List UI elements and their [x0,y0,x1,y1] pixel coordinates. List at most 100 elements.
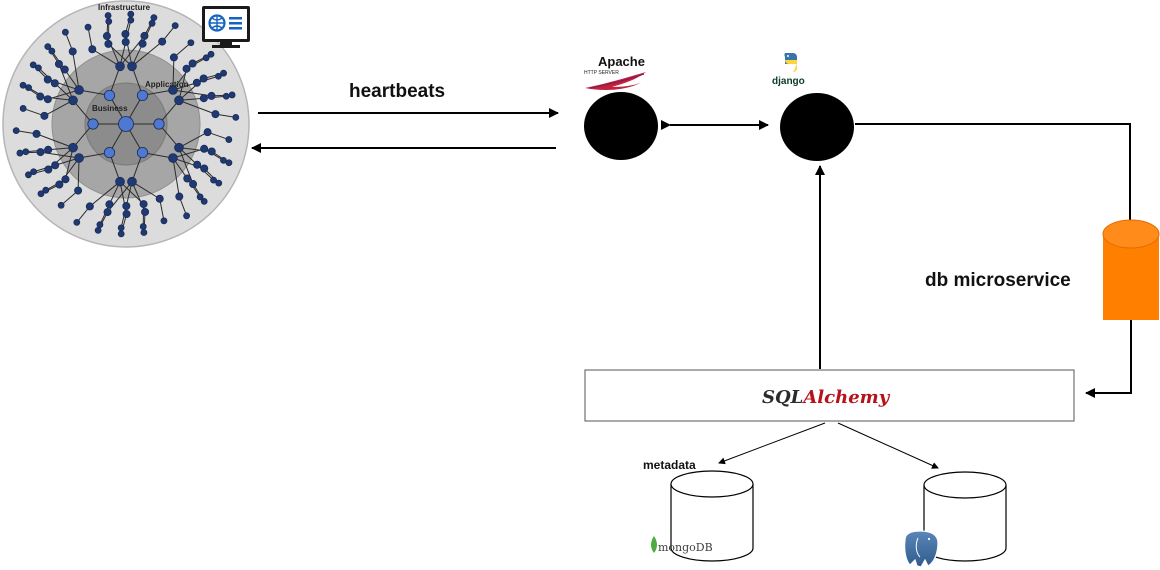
topology-leaf-node [228,91,236,99]
apache-logo-subtitle: HTTP SERVER [584,70,619,76]
topology-leaf-node [25,84,32,92]
topology-leaf-node [44,43,52,51]
topology-leaf-node [202,54,210,62]
topology-node [138,39,147,48]
topology-node [200,164,209,173]
topology-leaf-node [19,81,27,89]
mongodb-logo-text: mongoDB [658,541,713,554]
sqlalchemy-logo-alchemy: Alchemy [801,387,890,408]
topology-leaf-node [183,212,191,220]
topology-node [105,200,114,209]
topology-leaf-node [22,148,30,156]
topology-node [61,175,70,184]
topology-node [127,176,137,187]
sqlalchemy-logo: SQLAlchemy [762,387,891,408]
topology-link [131,41,163,67]
topology-node [127,61,137,72]
topology-leaf-node [61,28,69,36]
topology-leaf-node [104,12,112,19]
topology-link [44,99,74,117]
topology-node [88,45,97,54]
topology-node [122,209,131,218]
topology-node [193,160,202,169]
topology-hub-node [153,118,165,130]
heartbeats-label: heartbeats [349,81,445,102]
topology-leaf-node [215,179,223,187]
topology-node [175,192,184,201]
topology-node [188,59,197,68]
topology-node [103,208,112,217]
topology-node [74,186,83,195]
topology-link [172,157,180,197]
topology-node [207,91,216,100]
topology-leaf-node [222,92,230,100]
topology-leaf-node [150,14,158,21]
topology-link [92,48,121,67]
mongodb-leaf-icon [651,536,657,553]
postgresql-elephant-icon [904,530,939,568]
topology-leaf-node [16,149,24,157]
topology-node [199,94,208,103]
metadata-label: metadata [643,458,696,472]
topology-node [68,142,78,153]
topology-node [55,180,64,189]
topology-link [89,181,121,207]
topology-leaf-node [187,39,195,47]
topology-node [207,147,216,156]
topology-leaf-node [220,69,227,77]
topology-leaf-node [35,64,42,72]
topology-node [168,85,178,95]
topology-node [44,145,53,154]
topology-node [199,74,208,83]
topology-node [51,161,60,170]
topology-leaf-node [200,197,208,205]
topology-node [40,111,49,120]
topology-leaf-node [148,19,156,27]
topology-link [64,147,74,180]
topology-center-node [118,116,134,132]
topology-node [115,61,125,72]
topology-leaf-node [19,105,27,112]
topology-leaf-node [105,18,113,25]
topology-leaf-node [57,201,65,209]
sqlalchemy-to-postgres-arrow [837,422,939,469]
sqlalchemy-logo-sql: SQL [762,387,803,408]
topology-hub-node [136,146,149,159]
django-app-node [780,93,854,161]
topology-leaf-node [96,221,104,229]
topology-graph: Infrastructure Application Business [2,0,250,248]
topology-node [192,78,201,87]
topology-hub-node [136,89,149,102]
topology-leaf-node [232,114,240,121]
topology-node [50,79,59,88]
topology-leaf-node [160,217,168,225]
topology-leaf-node [139,223,147,230]
topology-leaf-node [94,227,102,234]
topology-node [139,200,148,209]
topology-leaf-node [12,127,20,134]
topology-link [36,133,74,149]
topology-node [43,75,52,84]
topology-leaf-node [225,136,233,143]
topology-node [183,174,192,183]
topology-link [172,57,175,90]
topology-leaf-node [25,171,32,179]
topology-hub-node [103,89,116,102]
django-logo-text: django [772,76,805,87]
db-microservice-label: db microservice [925,270,1071,291]
topology-leaf-node [210,176,217,184]
topology-node [203,128,212,137]
topology-link [178,131,208,149]
topology-node [32,129,41,138]
topology-node [200,144,209,153]
topology-leaf-node [140,229,148,236]
topology-node [43,95,52,104]
topology-leaf-node [117,230,125,238]
business-label: Business [92,104,128,113]
topology-link [108,43,133,67]
topology-node [140,31,149,40]
infrastructure-label: Infrastructure [98,3,151,12]
sqlalchemy-box [584,369,1075,422]
topology-node [74,85,84,95]
topology-leaf-node [48,47,56,55]
